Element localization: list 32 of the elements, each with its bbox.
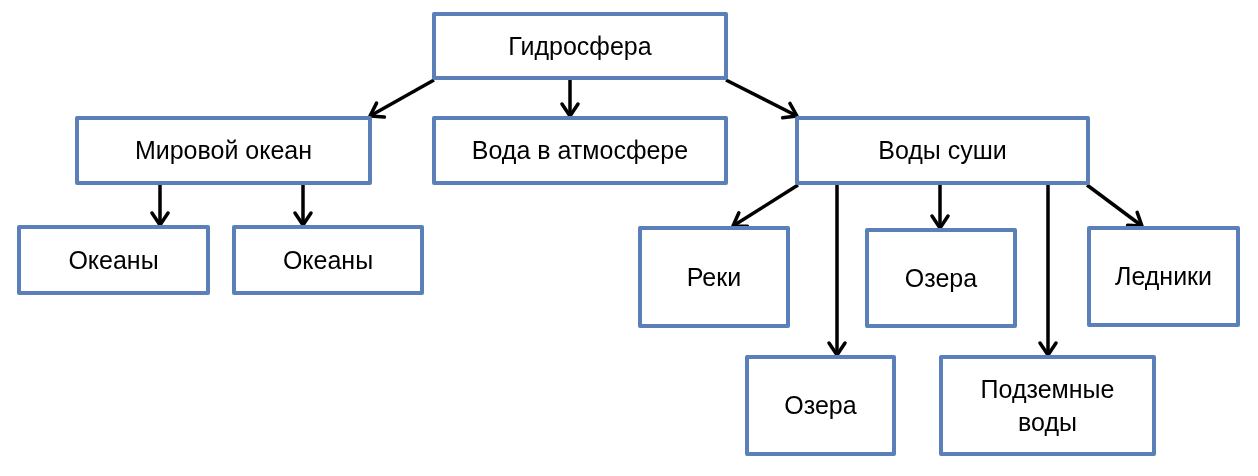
arrow: [560, 80, 580, 118]
arrow: [1085, 183, 1144, 228]
process-box: [232, 225, 424, 295]
arrow: [293, 185, 313, 227]
node-label: Воды суши: [878, 135, 1007, 167]
node-label: Ледники: [1115, 261, 1212, 293]
arrow: [368, 78, 435, 119]
node-label: Озера: [904, 262, 978, 294]
process-box: [432, 116, 728, 185]
process-box: [745, 355, 896, 456]
process-box: [865, 228, 1017, 328]
node-label: Мировой океан: [134, 135, 313, 167]
process-box: [17, 225, 210, 295]
process-box: [638, 226, 790, 328]
node-label: Озера: [784, 390, 857, 422]
arrow: [731, 183, 799, 229]
arrow: [827, 185, 847, 357]
arrow: [1038, 185, 1058, 357]
process-box: [939, 355, 1156, 456]
process-box: [1087, 226, 1240, 327]
node-label: Подземные воды: [979, 374, 1116, 438]
arrow: [725, 78, 799, 120]
node-label: Гидросфера: [508, 30, 652, 62]
node-label: Океаны: [68, 244, 159, 276]
process-box: [795, 116, 1090, 185]
process-box: [75, 116, 372, 185]
process-box: [432, 12, 728, 80]
node-label: Вода в атмосфере: [471, 135, 689, 167]
node-label: Океаны: [282, 244, 374, 276]
arrow: [930, 185, 950, 230]
arrow: [150, 185, 170, 227]
node-label: Реки: [686, 261, 742, 293]
